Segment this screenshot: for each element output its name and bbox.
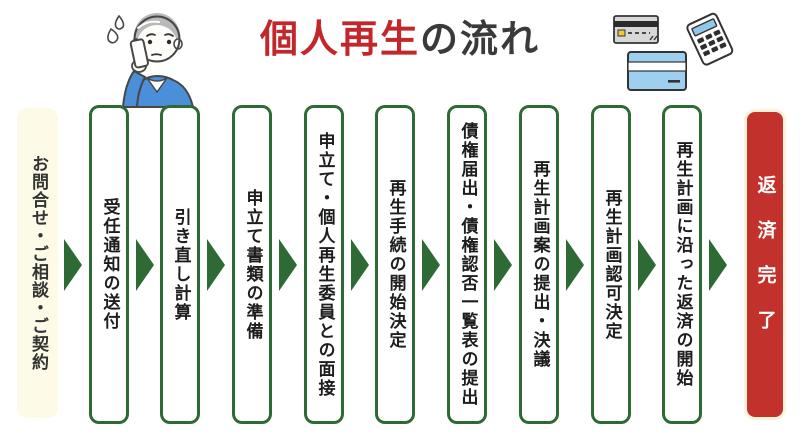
arrow-right-icon xyxy=(207,239,225,291)
flow-step-label: 債権届出・債権認否一覧表の提出 xyxy=(457,122,478,407)
arrow-right-icon xyxy=(136,239,154,291)
arrow-right-icon xyxy=(279,239,297,291)
flow-step-label: 再生計画認可決定 xyxy=(601,188,622,341)
sweat-drop-icon xyxy=(114,14,125,30)
shirt-collar xyxy=(146,77,168,94)
arrow-right-icon xyxy=(64,239,82,291)
flow-step-2: 受任通知の送付 xyxy=(89,105,129,424)
flow-step-label: 返済完了 xyxy=(754,174,777,355)
man-arm xyxy=(121,69,147,108)
flow-step-11: 返済完了 xyxy=(747,112,783,417)
flow-step-label: 申立て書類の準備 xyxy=(242,188,263,341)
flow-step-4: 申立て書類の準備 xyxy=(232,105,272,424)
flow-step-label: 受任通知の送付 xyxy=(99,198,120,331)
arrow-right-icon xyxy=(638,239,656,291)
blue-credit-card-icon xyxy=(627,51,687,91)
gray-credit-card-icon xyxy=(613,15,659,44)
flow-step-3: 引き直し計算 xyxy=(160,105,200,424)
cards-calculator-illustration xyxy=(613,12,734,91)
phone-icon xyxy=(129,38,149,69)
page-title: 個人再生の流れ xyxy=(0,20,800,58)
flow-step-5: 申立て・個人再生委員との面接 xyxy=(304,105,344,424)
worried-man-phone-illustration xyxy=(107,13,195,108)
sweat-drop-icon xyxy=(107,27,119,44)
flow-step-1: お問合せ・ご相談・ご契約 xyxy=(17,108,58,418)
flow-step-6: 再生手続の開始決定 xyxy=(375,105,415,424)
page-title-rest: の流れ xyxy=(420,17,541,61)
page-title-highlight: 個人再生 xyxy=(259,17,420,61)
flow-step-label: 再生計画に沿った返済の開始 xyxy=(672,141,693,388)
arrow-right-icon xyxy=(566,239,584,291)
flow-step-8: 再生計画案の提出・決議 xyxy=(519,105,559,424)
arrow-right-icon xyxy=(494,239,512,291)
arrow-right-icon xyxy=(709,239,727,291)
flow-step-10: 再生計画に沿った返済の開始 xyxy=(662,105,702,424)
flow-step-label: 引き直し計算 xyxy=(170,207,191,322)
flow-step-7: 債権届出・債権認否一覧表の提出 xyxy=(447,105,487,424)
arrow-right-icon xyxy=(422,239,440,291)
calculator-icon xyxy=(686,12,734,66)
flow-step-label: 申立て・個人再生委員との面接 xyxy=(314,131,335,398)
flow-step-label: お問合せ・ご相談・ご契約 xyxy=(28,155,48,371)
flow-step-9: 再生計画認可決定 xyxy=(591,105,631,424)
arrow-right-icon xyxy=(351,239,369,291)
flow-step-label: 再生手続の開始決定 xyxy=(385,179,406,350)
flow-step-label: 再生計画案の提出・決議 xyxy=(529,160,550,369)
